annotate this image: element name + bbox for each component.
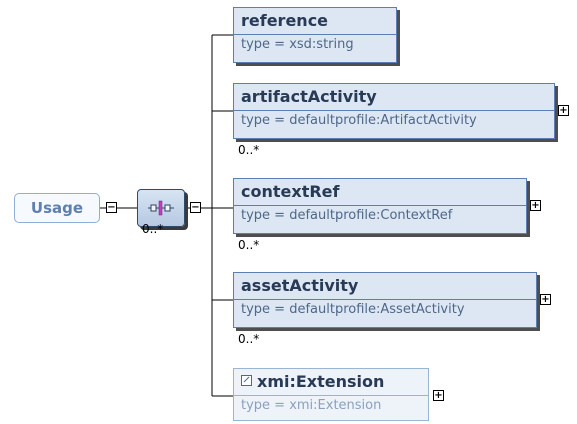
expand-xmi-extension-toggle[interactable]: +: [433, 390, 444, 401]
element-type: type = defaultprofile:ArtifactActivity: [241, 113, 477, 128]
assetactivity-multiplicity: 0..*: [238, 332, 260, 346]
element-contextref[interactable]: contextRef type = defaultprofile:Context…: [233, 178, 527, 234]
sequence-multiplicity: 0..*: [142, 222, 164, 236]
element-name: artifactActivity: [234, 84, 554, 111]
element-type: type = xsd:string: [241, 37, 354, 52]
expand-artifactactivity-toggle[interactable]: +: [558, 105, 569, 116]
element-name: reference: [234, 8, 396, 35]
element-name: xmi:Extension: [257, 372, 385, 391]
element-xmi-extension[interactable]: xmi:Extension type = xmi:Extension: [233, 368, 429, 421]
element-name: contextRef: [234, 179, 526, 206]
root-element-usage[interactable]: Usage: [14, 193, 100, 223]
expand-assetactivity-toggle[interactable]: +: [540, 294, 551, 305]
element-reference[interactable]: reference type = xsd:string: [233, 7, 397, 63]
element-type: type = defaultprofile:ContextRef: [241, 208, 453, 223]
element-name-row: xmi:Extension: [234, 369, 428, 396]
sequence-compositor[interactable]: [137, 189, 185, 227]
element-name: assetActivity: [234, 273, 536, 300]
expand-contextref-toggle[interactable]: +: [530, 200, 541, 211]
element-type: type = xmi:Extension: [241, 398, 382, 413]
collapse-usage-toggle[interactable]: −: [106, 202, 117, 213]
reference-arrow-icon: [241, 375, 252, 386]
sequence-icon: [148, 200, 174, 216]
contextref-multiplicity: 0..*: [238, 238, 260, 252]
element-type: type = defaultprofile:AssetActivity: [241, 302, 465, 317]
element-artifactactivity[interactable]: artifactActivity type = defaultprofile:A…: [233, 83, 555, 139]
element-assetactivity[interactable]: assetActivity type = defaultprofile:Asse…: [233, 272, 537, 328]
collapse-sequence-toggle[interactable]: −: [190, 202, 201, 213]
artifactactivity-multiplicity: 0..*: [238, 143, 260, 157]
